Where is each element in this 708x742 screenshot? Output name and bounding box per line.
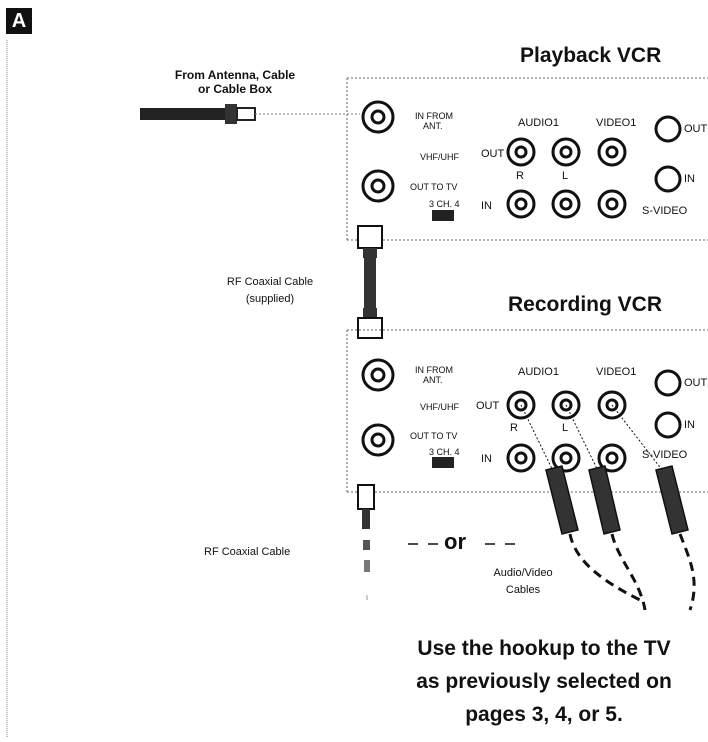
recording-in-label: IN xyxy=(481,453,492,465)
source-label: From Antenna, Cable or Cable Box xyxy=(150,68,320,96)
playback-vcr-panel-graphic xyxy=(346,77,708,241)
playback-out-to-tv-label: OUT TO TV xyxy=(410,182,458,192)
antenna-cable-graphic xyxy=(140,104,360,124)
recording-in-right-label: IN xyxy=(684,419,695,431)
source-label-line1: From Antenna, Cable xyxy=(174,68,296,82)
playback-in-from-ant-line1: IN FROM xyxy=(415,111,453,121)
recording-audio1-label: AUDIO1 xyxy=(518,366,559,378)
source-label-line2: or Cable Box xyxy=(197,82,272,96)
rf-cable-label: RF Coaxial Cable xyxy=(204,546,291,558)
av-cables-graphic xyxy=(520,404,696,611)
recording-channel-selector-label: 3 CH. 4 xyxy=(429,447,460,457)
playback-in-from-ant-label: IN FROM ANT. xyxy=(415,111,453,131)
rf-coaxial-cable-graphic xyxy=(357,225,383,339)
playback-vcr-title: Playback VCR xyxy=(520,44,662,67)
playback-l-label: L xyxy=(562,170,569,182)
playback-vhf-uhf-label: VHF/UHF xyxy=(420,152,459,162)
rf-cable-supplied-line2: (supplied) xyxy=(245,293,295,305)
playback-in-label: IN xyxy=(481,200,492,212)
playback-audio1-label: AUDIO1 xyxy=(518,117,559,129)
instruction-line3: pages 3, 4, or 5. xyxy=(465,703,623,726)
playback-out-label: OUT xyxy=(481,148,505,160)
playback-r-label: R xyxy=(516,170,524,182)
playback-out-right-label: OUT xyxy=(684,123,708,135)
recording-in-from-ant-label: IN FROM ANT. xyxy=(415,365,453,385)
recording-out-right-label: OUT xyxy=(684,377,708,389)
recording-in-from-ant-line2: ANT. xyxy=(423,375,443,385)
recording-out-to-tv-label: OUT TO TV xyxy=(410,431,458,441)
recording-r-label: R xyxy=(510,422,518,434)
av-cables-label: Audio/Video Cables xyxy=(478,565,568,599)
recording-vcr-panel-graphic xyxy=(346,329,708,493)
recording-out-label: OUT xyxy=(476,400,500,412)
recording-l-label: L xyxy=(562,422,569,434)
playback-s-video-label: S-VIDEO xyxy=(642,205,688,217)
rf-cable-stub-graphic xyxy=(357,484,375,600)
av-cables-line2: Cables xyxy=(505,584,541,596)
or-label: or xyxy=(444,529,466,554)
rf-cable-supplied-label: RF Coaxial Cable (supplied) xyxy=(200,274,340,308)
playback-video1-label: VIDEO1 xyxy=(596,117,637,129)
instruction-text: Use the hookup to the TV as previously s… xyxy=(380,632,708,731)
instruction-line2: as previously selected on xyxy=(416,670,672,693)
recording-in-from-ant-line1: IN FROM xyxy=(415,365,453,375)
recording-vhf-uhf-label: VHF/UHF xyxy=(420,402,459,412)
recording-vcr-title: Recording VCR xyxy=(508,293,663,316)
instruction-line1: Use the hookup to the TV xyxy=(417,637,671,660)
section-badge: A xyxy=(6,8,32,34)
playback-in-from-ant-line2: ANT. xyxy=(423,121,443,131)
playback-in-right-label: IN xyxy=(684,173,695,185)
recording-video1-label: VIDEO1 xyxy=(596,366,637,378)
av-cables-line1: Audio/Video xyxy=(493,567,553,579)
recording-s-video-label: S-VIDEO xyxy=(642,449,688,461)
rf-cable-supplied-line1: RF Coaxial Cable xyxy=(226,276,314,288)
playback-channel-selector-label: 3 CH. 4 xyxy=(429,199,460,209)
